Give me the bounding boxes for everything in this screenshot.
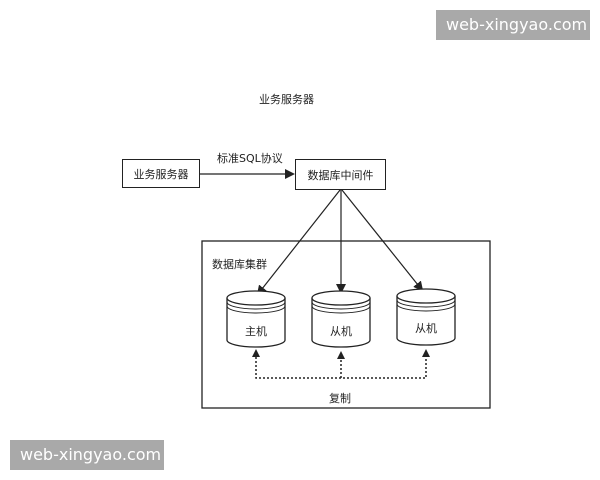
watermark-bottom: web-xingyao.com xyxy=(10,440,164,470)
cluster-label: 数据库集群 xyxy=(212,258,267,271)
master-label: 主机 xyxy=(245,325,267,338)
db-cylinder-slave-1 xyxy=(311,290,371,348)
slave-1-label: 从机 xyxy=(330,325,352,338)
watermark-top: web-xingyao.com xyxy=(436,10,590,40)
protocol-label: 标准SQL协议 xyxy=(217,152,283,165)
middleware-label: 数据库中间件 xyxy=(307,168,374,182)
cluster-container xyxy=(201,240,491,409)
middleware-box: 数据库中间件 xyxy=(295,159,386,190)
db-cylinder-master xyxy=(226,290,286,348)
arrow-to-master xyxy=(256,189,341,296)
db-cylinder-slave-2 xyxy=(396,288,456,346)
diagram-title: 业务服务器 xyxy=(259,93,314,106)
business-server-box: 业务服务器 xyxy=(122,159,200,188)
replication-label: 复制 xyxy=(329,392,351,405)
business-server-label: 业务服务器 xyxy=(133,167,189,181)
replication-path xyxy=(252,349,430,379)
slave-2-label: 从机 xyxy=(415,322,437,335)
arrow-to-slave-2 xyxy=(341,189,424,292)
